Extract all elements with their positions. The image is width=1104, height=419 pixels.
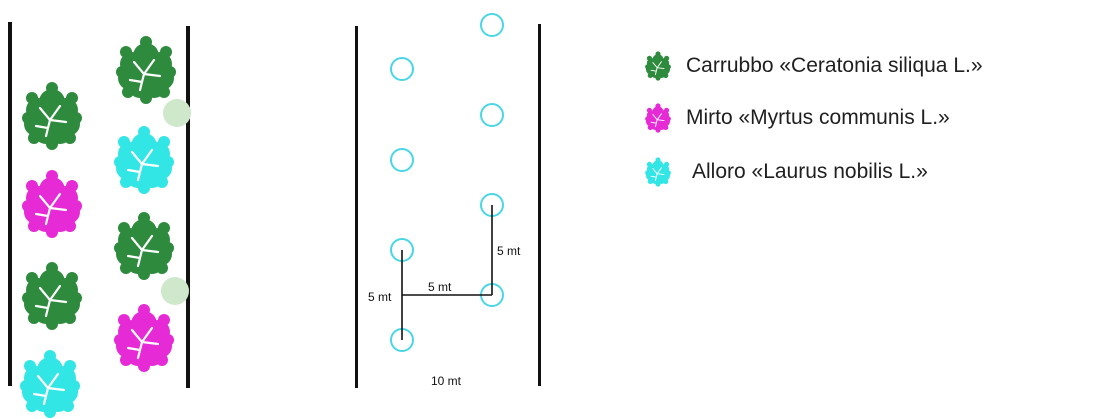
tree-carrubbo [22, 262, 82, 330]
plan-border-left [355, 26, 358, 388]
vertical-spacing-label: 5 mt [497, 244, 521, 258]
tree-carrubbo [114, 212, 174, 280]
tree-mirto [22, 170, 82, 238]
left-strip-border-left [8, 22, 12, 386]
tree-alloro [114, 126, 174, 194]
plant-position-circle [390, 148, 414, 172]
legend-item-alloro: Alloro «Laurus nobilis L.» [636, 154, 928, 190]
myrtle-tree-icon [645, 103, 671, 133]
width-label: 10 mt [431, 374, 462, 388]
planting-plan: 5 mt 5 mt 5 mt 10 mt [355, 13, 541, 388]
legend-item-mirto: Mirto «Myrtus communis L.» [636, 100, 950, 136]
plant-position-circle [390, 57, 414, 81]
row-spacing-label: 5 mt [368, 290, 392, 304]
left-planting-strip [8, 22, 191, 418]
accent-disc [161, 277, 189, 305]
tree-carrubbo [22, 82, 82, 150]
legend-item-carrubbo: Carrubbo «Ceratonia siliqua L.» [636, 48, 983, 84]
laurel-tree-icon [645, 157, 671, 187]
plan-border-right [538, 24, 541, 386]
plant-position-circle [480, 103, 504, 127]
legend-label-carrubbo: Carrubbo «Ceratonia siliqua L.» [686, 54, 983, 77]
horizontal-spacing-label: 5 mt [428, 280, 452, 294]
carob-tree-icon [645, 51, 671, 81]
plant-position-circle [480, 13, 504, 37]
legend-label-mirto: Mirto «Myrtus communis L.» [686, 106, 950, 129]
tree-mirto [114, 304, 174, 372]
accent-disc [163, 99, 191, 127]
left-strip-border-right [186, 26, 190, 388]
tree-alloro [20, 350, 80, 418]
tree-carrubbo [116, 36, 176, 104]
legend-label-alloro: Alloro «Laurus nobilis L.» [692, 160, 928, 183]
